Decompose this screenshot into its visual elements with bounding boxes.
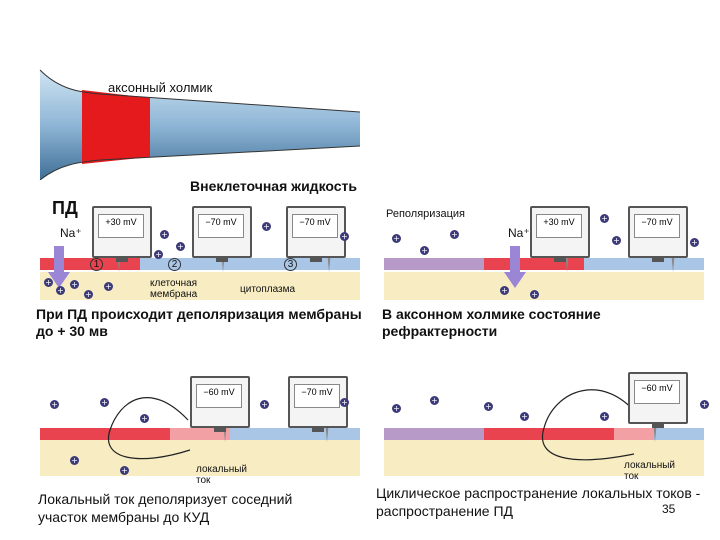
panel2-membrane [384, 240, 704, 300]
ion-icon: + [120, 466, 129, 475]
membrane-label: клеточная мембрана [150, 278, 198, 300]
panel1-caption: При ПД происходит деполяризация мембраны… [36, 306, 362, 339]
ion-icon: + [340, 232, 349, 241]
ion-icon: + [56, 286, 65, 295]
panel2-caption: В аксонном холмике состояние рефрактерно… [382, 306, 601, 339]
meter-4a-value: −60 mV [641, 383, 673, 393]
axon-illustration [39, 69, 360, 180]
ion-icon: + [70, 456, 79, 465]
axon-hillock-label: аксонный холмик [108, 80, 213, 95]
ion-icon: + [154, 250, 163, 259]
meter-2b: −70 mV [628, 206, 688, 262]
ion-icon: + [176, 242, 185, 251]
meter-2a: +30 mV [530, 206, 590, 262]
cytoplasm-label: цитоплазма [240, 284, 296, 295]
cytoplasm-band [40, 272, 360, 300]
partial-segment [614, 428, 654, 440]
ion-icon: + [520, 412, 529, 421]
meter-3: −70 mV [286, 206, 346, 262]
resting-segment [140, 258, 360, 270]
local-current-arrow [541, 389, 641, 461]
ion-icon: + [392, 234, 401, 243]
extracellular-label: Внеклеточная жидкость [190, 178, 358, 194]
ion-icon: + [690, 238, 699, 247]
resting-segment [584, 258, 704, 270]
ion-icon: + [100, 398, 109, 407]
ion-icon: + [600, 214, 609, 223]
ion-icon: + [104, 282, 113, 291]
ion-icon: + [612, 236, 621, 245]
ion-icon: + [160, 230, 169, 239]
repolarizing-segment [384, 428, 484, 440]
na-influx-arrow [504, 246, 526, 288]
meter-1: +30 mV [92, 206, 152, 262]
slide-number: 35 [662, 502, 676, 516]
pd-label: ПД [52, 198, 78, 218]
ion-icon: + [430, 396, 439, 405]
ion-icon: + [50, 400, 59, 409]
ion-icon: + [600, 412, 609, 421]
ion-icon: + [420, 246, 429, 255]
ion-icon: + [70, 280, 79, 289]
axon-hillock-red [82, 90, 150, 164]
meter-1-value: +30 mV [105, 217, 137, 227]
panel3-caption: Локальный ток деполяризует соседний учас… [38, 491, 293, 525]
depolarized-segment [484, 258, 584, 270]
meter-3b: −70 mV [288, 376, 348, 432]
meter-2b-value: −70 mV [641, 217, 673, 227]
marker-1: 1 [90, 258, 103, 271]
ion-icon: + [530, 290, 539, 299]
meter-2a-value: +30 mV [543, 217, 575, 227]
ion-icon: + [340, 398, 349, 407]
na-label-2: Na⁺ [508, 226, 530, 240]
resting-segment [230, 428, 360, 440]
meter-2: −70 mV [192, 206, 252, 262]
local-current-label-4: локальный ток [624, 460, 676, 482]
panel4-caption: Циклическое распространение локальных то… [376, 485, 701, 519]
meter-4a: −60 mV [628, 372, 688, 428]
meter-3a: −60 mV [190, 376, 250, 432]
ion-icon: + [140, 414, 149, 423]
ion-icon: + [700, 400, 709, 409]
na-influx-arrow [48, 246, 70, 288]
meter-3-value: −70 mV [299, 217, 331, 227]
meter-3a-value: −60 mV [203, 387, 235, 397]
marker-2: 2 [168, 258, 181, 271]
panel4-membrane [384, 389, 704, 476]
ion-icon: + [450, 230, 459, 239]
resting-segment [654, 428, 704, 440]
meter-3b-value: −70 mV [301, 387, 333, 397]
meter-2-value: −70 mV [205, 217, 237, 227]
local-current-label-3: локальный ток [196, 464, 248, 486]
na-label: Na⁺ [60, 226, 82, 240]
depolarized-segment [40, 428, 170, 440]
ion-icon: + [392, 404, 401, 413]
ion-icon: + [260, 400, 269, 409]
repolarizing-segment [384, 258, 484, 270]
marker-3: 3 [284, 258, 297, 271]
ion-icon: + [262, 222, 271, 231]
ion-icon: + [44, 278, 53, 287]
depolarized-segment [484, 428, 614, 440]
repolarization-label: Реполяризация [386, 208, 466, 220]
ion-icon: + [484, 402, 493, 411]
ion-icon: + [500, 286, 509, 295]
local-current-arrow [107, 397, 191, 460]
ion-icon: + [84, 290, 93, 299]
